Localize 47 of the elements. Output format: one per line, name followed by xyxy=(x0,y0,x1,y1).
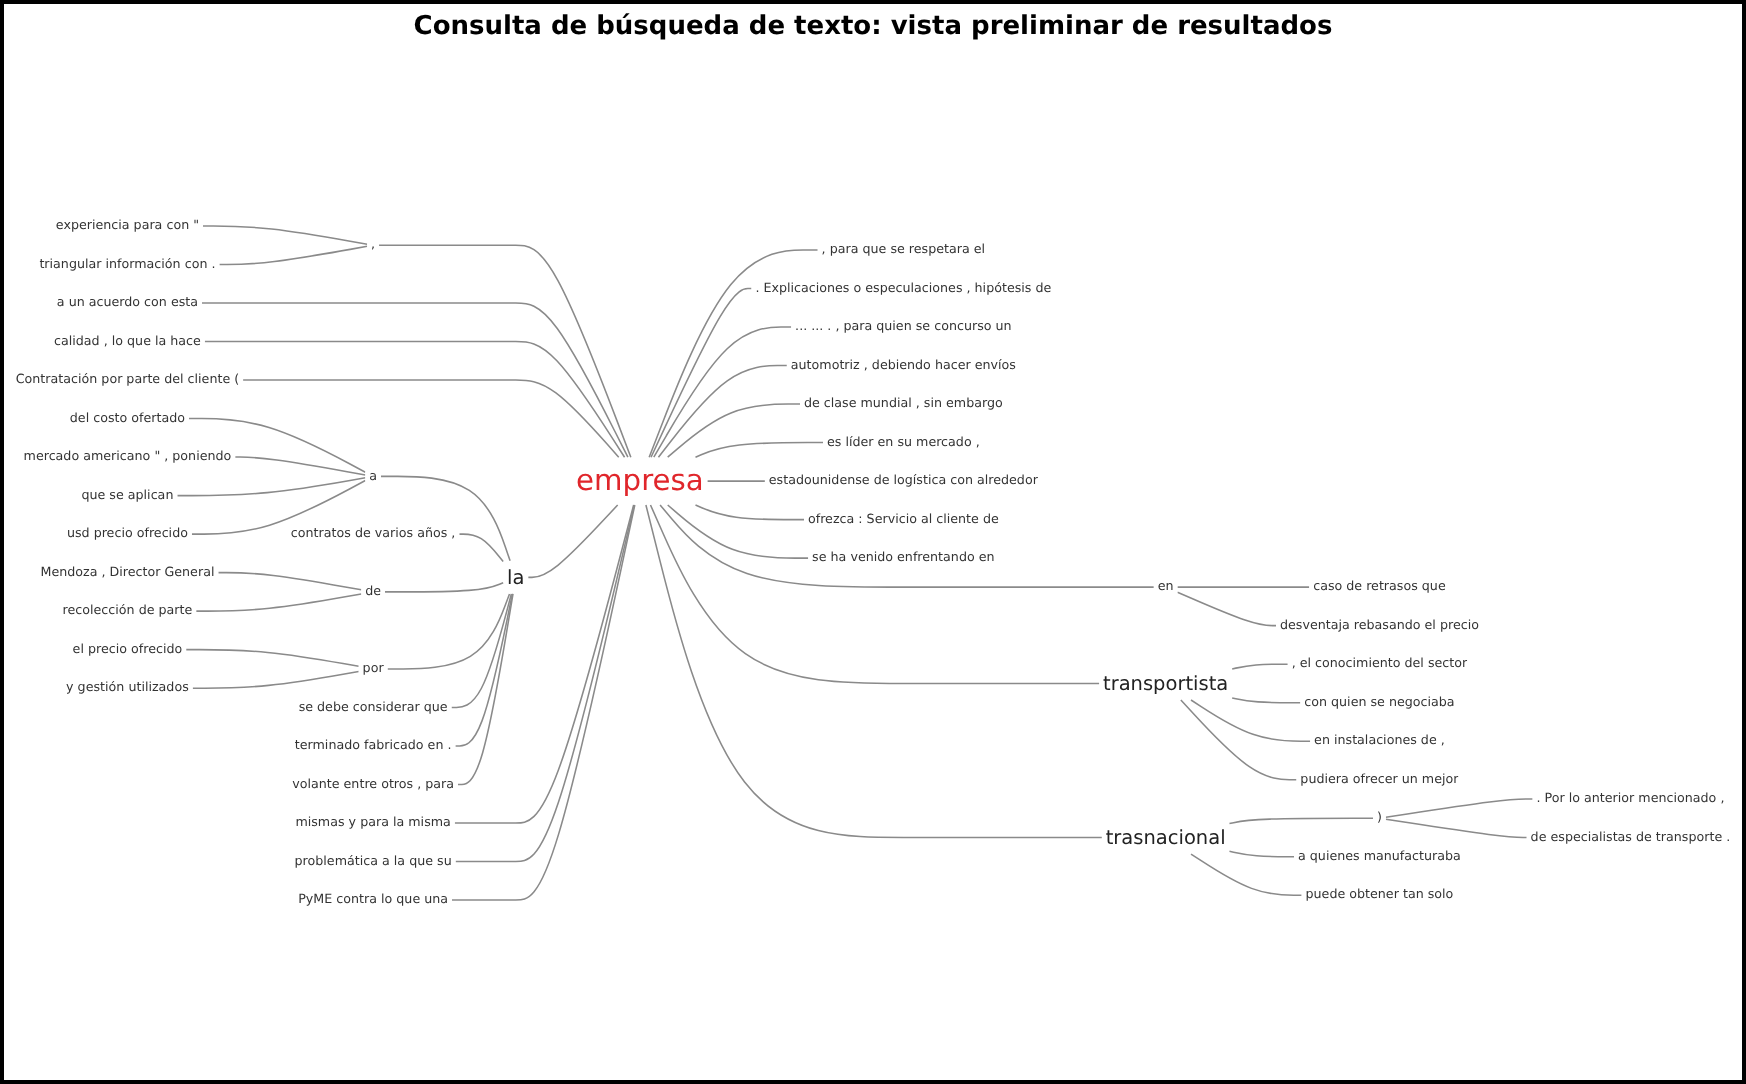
connector xyxy=(176,476,367,497)
connector xyxy=(1180,699,1298,781)
connector xyxy=(457,593,514,786)
connector xyxy=(185,648,360,668)
diagram-title: Consulta de búsqueda de texto: vista preliminar de resultados xyxy=(413,12,1333,42)
connector xyxy=(648,249,819,458)
connector xyxy=(378,244,632,458)
connector xyxy=(191,670,360,689)
connector xyxy=(650,287,753,458)
connector xyxy=(458,533,504,563)
connector xyxy=(188,417,367,473)
connector xyxy=(1231,663,1289,670)
connector xyxy=(666,403,801,458)
node-text: empresa xyxy=(576,464,704,499)
connector xyxy=(450,593,513,709)
node-text: trasnacional xyxy=(1105,825,1226,850)
connector xyxy=(203,340,626,458)
connector xyxy=(202,225,368,245)
connector xyxy=(706,480,766,482)
connector xyxy=(195,593,363,612)
connector xyxy=(1231,697,1302,704)
connector xyxy=(653,326,792,458)
connector xyxy=(657,364,788,458)
connector xyxy=(191,479,367,535)
connector xyxy=(1190,853,1303,896)
connector xyxy=(242,379,620,458)
connector xyxy=(234,456,367,476)
connector xyxy=(694,441,824,458)
connector xyxy=(217,571,363,591)
connector xyxy=(666,504,809,559)
connector xyxy=(694,504,805,521)
connector xyxy=(380,475,511,562)
connector xyxy=(1228,817,1374,825)
node-text: transportista xyxy=(1102,671,1229,696)
connector xyxy=(1176,591,1277,627)
connector xyxy=(1385,818,1528,839)
connector xyxy=(1385,798,1534,818)
connector xyxy=(527,504,619,579)
connector xyxy=(201,302,629,458)
connector xyxy=(384,581,504,593)
connector xyxy=(1228,850,1295,858)
connector xyxy=(386,593,511,670)
connector xyxy=(1176,586,1311,588)
connector xyxy=(218,245,368,266)
connector xyxy=(454,593,514,747)
node-text: la xyxy=(507,565,525,590)
connector xyxy=(1190,699,1311,742)
